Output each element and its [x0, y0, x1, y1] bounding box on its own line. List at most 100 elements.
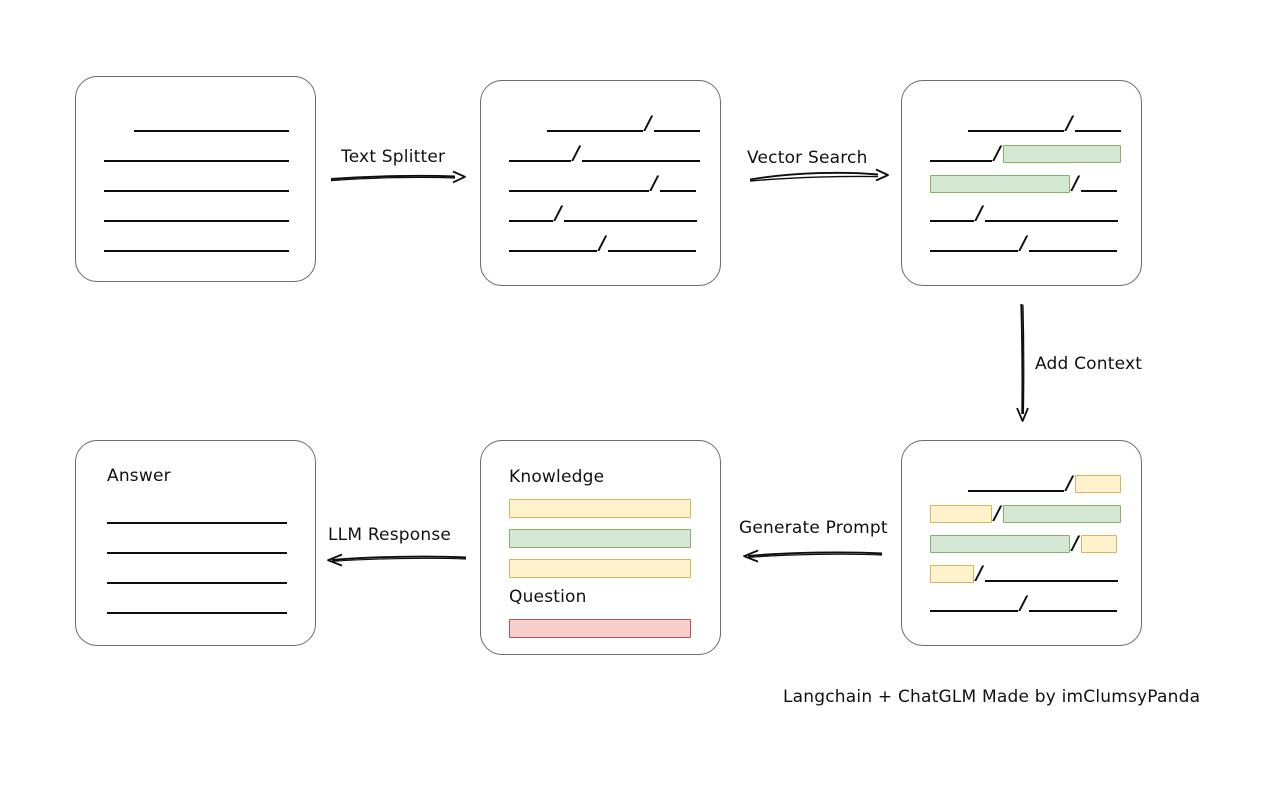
- chunk-separator-slash: /: [555, 201, 562, 224]
- text-segment: [1028, 235, 1117, 253]
- card-split-chunks[interactable]: / / / / /: [480, 80, 721, 286]
- highlight-segment-yellow: [1074, 475, 1121, 493]
- text-row: [104, 175, 289, 193]
- text-segment: [968, 475, 1064, 493]
- text-row: /: [968, 111, 1121, 134]
- chunk-separator-slash: /: [994, 501, 1001, 524]
- text-row: [134, 115, 289, 133]
- arrow-text-splitter: [330, 170, 466, 184]
- chunk-separator-slash: /: [1020, 591, 1027, 614]
- text-segment: [1028, 595, 1117, 613]
- chunk-separator-slash: /: [1066, 111, 1073, 134]
- text-row: /: [930, 561, 1118, 584]
- text-segment: [107, 537, 287, 555]
- text-row: /: [509, 171, 696, 194]
- text-row: /: [930, 171, 1117, 194]
- diagram-caption: Langchain + ChatGLM Made by imClumsyPand…: [783, 687, 1201, 707]
- text-segment: [107, 597, 287, 615]
- text-segment: [104, 205, 289, 223]
- text-segment: [968, 115, 1064, 133]
- text-segment: [107, 507, 287, 525]
- text-row: /: [930, 201, 1118, 224]
- chunk-separator-slash: /: [651, 171, 658, 194]
- chunk-separator-slash: /: [1020, 231, 1027, 254]
- chunk-separator-slash: /: [976, 201, 983, 224]
- text-segment: [653, 115, 700, 133]
- text-segment: [547, 115, 643, 133]
- chunk-separator-slash: /: [976, 561, 983, 584]
- text-row: [107, 597, 287, 615]
- text-row: [104, 205, 289, 223]
- highlight-segment-yellow: [930, 565, 974, 583]
- text-segment: [659, 175, 696, 193]
- arrow-label-vector-search: Vector Search: [747, 148, 868, 168]
- arrow-label-llm-response: LLM Response: [328, 525, 452, 545]
- text-segment: [984, 565, 1118, 583]
- text-row: [107, 567, 287, 585]
- chunk-separator-slash: /: [1072, 171, 1079, 194]
- highlight-segment-green: [1002, 145, 1121, 163]
- answer-heading: Answer: [107, 466, 171, 486]
- text-segment: [107, 567, 287, 585]
- text-segment: [134, 115, 289, 133]
- arrow-label-generate-prompt: Generate Prompt: [739, 518, 888, 538]
- text-row: /: [547, 111, 700, 134]
- text-segment: [563, 205, 697, 223]
- text-row: /: [968, 471, 1121, 494]
- chunk-separator-slash: /: [599, 231, 606, 254]
- arrow-label-text-splitter: Text Splitter: [341, 147, 446, 167]
- prompt-question-bar-1: [509, 619, 691, 638]
- text-segment: [930, 145, 992, 163]
- card-source-document[interactable]: [75, 76, 316, 282]
- highlight-segment-green: [930, 535, 1070, 553]
- text-row: /: [509, 201, 697, 224]
- arrow-label-add-context: Add Context: [1035, 354, 1143, 374]
- chunk-separator-slash: /: [573, 141, 580, 164]
- text-segment: [581, 145, 700, 163]
- text-segment: [104, 235, 289, 253]
- text-segment: [930, 595, 1018, 613]
- prompt-knowledge-bar-3: [509, 559, 691, 578]
- text-segment: [930, 235, 1018, 253]
- text-segment: [1080, 175, 1117, 193]
- text-segment: [607, 235, 696, 253]
- text-segment: [509, 175, 649, 193]
- text-segment: [509, 145, 571, 163]
- card-answer[interactable]: Answer: [75, 440, 316, 646]
- chunk-separator-slash: /: [994, 141, 1001, 164]
- prompt-knowledge-bar-2: [509, 529, 691, 548]
- card-context-chunks[interactable]: / / / / /: [901, 440, 1142, 646]
- text-row: [104, 235, 289, 253]
- prompt-heading-question: Question: [509, 587, 587, 607]
- arrow-add-context: [1016, 303, 1029, 422]
- arrow-generate-prompt: [743, 549, 883, 563]
- text-segment: [104, 145, 289, 163]
- text-segment: [509, 205, 553, 223]
- text-segment: [104, 175, 289, 193]
- text-row: [107, 537, 287, 555]
- text-row: [104, 145, 289, 163]
- highlight-segment-green: [1002, 505, 1121, 523]
- arrow-llm-response: [327, 553, 467, 567]
- card-prompt[interactable]: Knowledge Question: [480, 440, 721, 655]
- text-segment: [930, 205, 974, 223]
- text-segment: [509, 235, 597, 253]
- text-row: /: [930, 501, 1121, 524]
- text-segment: [984, 205, 1118, 223]
- text-segment: [1074, 115, 1121, 133]
- chunk-separator-slash: /: [645, 111, 652, 134]
- prompt-knowledge-bar-1: [509, 499, 691, 518]
- text-row: /: [930, 231, 1117, 254]
- card-matched-chunks[interactable]: / / / / /: [901, 80, 1142, 286]
- arrow-vector-search: [749, 168, 889, 182]
- highlight-segment-yellow: [930, 505, 992, 523]
- highlight-segment-yellow: [1080, 535, 1117, 553]
- text-row: /: [930, 591, 1117, 614]
- chunk-separator-slash: /: [1072, 531, 1079, 554]
- text-row: /: [930, 531, 1117, 554]
- text-row: /: [509, 141, 700, 164]
- text-row: [107, 507, 287, 525]
- text-row: /: [509, 231, 696, 254]
- chunk-separator-slash: /: [1066, 471, 1073, 494]
